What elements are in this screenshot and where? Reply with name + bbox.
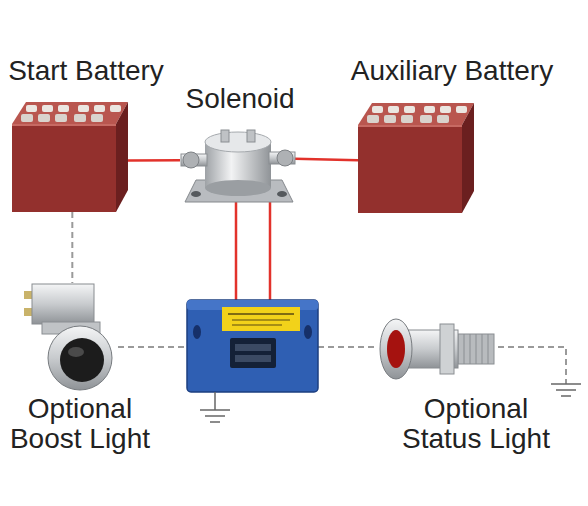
thread-line bbox=[470, 334, 471, 364]
knob-highlight bbox=[68, 347, 84, 357]
small-terminal bbox=[247, 130, 255, 142]
light-nut bbox=[440, 324, 454, 374]
wire-connector bbox=[71, 212, 73, 283]
controller-body bbox=[187, 300, 318, 392]
start-battery-picture bbox=[12, 102, 128, 212]
switch-ring bbox=[48, 326, 112, 390]
switch-knob bbox=[60, 338, 104, 382]
component-box: Optional Status Light bbox=[378, 318, 498, 380]
switch-body bbox=[32, 284, 94, 324]
component-box: Solenoid bbox=[180, 128, 295, 205]
component-label: Solenoid bbox=[165, 84, 315, 114]
wire-connector bbox=[295, 159, 358, 161]
auxiliary-battery-picture bbox=[358, 103, 474, 213]
component-box: Start Battery bbox=[12, 100, 128, 212]
small-terminal bbox=[221, 130, 229, 142]
ground-symbol bbox=[200, 392, 230, 422]
component-label: Start Battery bbox=[4, 56, 168, 86]
light-bezel bbox=[380, 319, 412, 379]
dashed-wires bbox=[118, 347, 566, 384]
sticker-print bbox=[228, 313, 294, 315]
controller-sticker bbox=[222, 307, 300, 331]
bracket-hole bbox=[277, 191, 287, 197]
connector-pins bbox=[235, 355, 271, 362]
ground-symbol bbox=[551, 384, 581, 396]
ground-line bbox=[214, 392, 216, 410]
dashed-wire bbox=[498, 347, 566, 384]
sticker-print bbox=[232, 325, 282, 326]
component-box: Optional Boost Light bbox=[22, 283, 118, 393]
terminal-nut bbox=[183, 152, 199, 168]
bracket-hole bbox=[191, 191, 201, 197]
ground-line bbox=[561, 395, 571, 397]
controller-connector bbox=[230, 338, 276, 368]
mounting-hole bbox=[304, 325, 312, 339]
ground-line bbox=[210, 421, 220, 423]
sticker-print bbox=[232, 320, 290, 321]
component-label: Optional Status Light bbox=[394, 394, 558, 454]
thread-line bbox=[482, 334, 483, 364]
thread-line bbox=[488, 334, 489, 364]
connector-pins bbox=[235, 344, 271, 351]
boost-switch-picture bbox=[24, 284, 112, 390]
solenoid-base bbox=[205, 180, 271, 196]
solenoid-picture bbox=[181, 130, 295, 302]
component-label: Auxiliary Battery bbox=[342, 56, 562, 86]
light-lens bbox=[387, 330, 405, 368]
ground-line bbox=[556, 389, 576, 391]
status-light-picture bbox=[380, 319, 494, 379]
thread-line bbox=[476, 334, 477, 364]
ground-line bbox=[200, 409, 230, 411]
solenoid-top bbox=[205, 132, 271, 152]
component-box: Auxiliary Battery bbox=[358, 101, 474, 213]
dashed-wire bbox=[318, 346, 378, 348]
terminal-nut bbox=[277, 150, 293, 166]
dashed-wire bbox=[118, 346, 187, 348]
solenoid-bracket bbox=[185, 180, 293, 202]
ground-line bbox=[205, 415, 225, 417]
thread-line bbox=[464, 334, 465, 364]
ground-line bbox=[551, 383, 581, 385]
controller-picture bbox=[187, 300, 318, 392]
mounting-hole bbox=[193, 325, 201, 339]
wire-connector bbox=[128, 159, 180, 162]
component-label: Optional Boost Light bbox=[5, 394, 155, 454]
light-thread bbox=[458, 334, 494, 364]
red-wire bbox=[269, 196, 272, 302]
red-wire bbox=[235, 198, 238, 302]
